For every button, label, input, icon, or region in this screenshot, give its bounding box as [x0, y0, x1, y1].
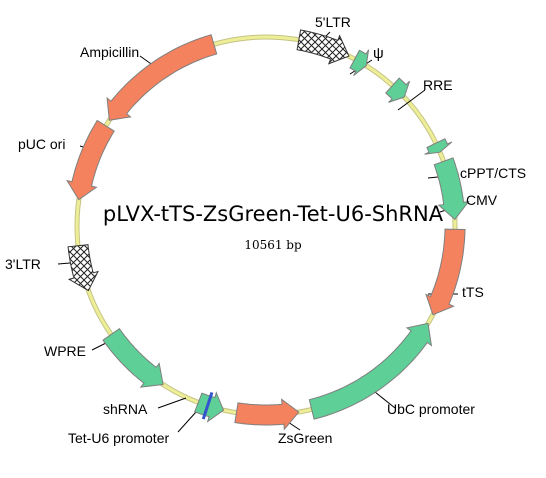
feature-ltr3-arrow: [67, 244, 99, 292]
feature-wpre-arrow: [102, 328, 164, 388]
label-wpre: WPRE: [44, 343, 86, 359]
plasmid-title: pLVX-tTS-ZsGreen-Tet-U6-ShRNA: [102, 202, 444, 226]
shrna-tick-mark: [201, 391, 214, 420]
feature-tts-arrow: [425, 228, 466, 316]
leader-rre: [397, 89, 426, 111]
feature-amp-arrow: [106, 34, 218, 121]
leader-tetu6: [177, 411, 197, 433]
feature-cmv-arrow: [433, 157, 470, 221]
feature-ubc-arrow: [308, 322, 433, 420]
feature-rre-arrow: [385, 77, 411, 103]
feature-ltr5-arrow: [296, 29, 350, 65]
label-cmv: CMV: [466, 192, 498, 208]
feature-arrows: [66, 29, 470, 431]
feature-cppt-arrow: [424, 138, 453, 155]
feature-psi-arrow: [349, 49, 370, 76]
label-ubc-promoter: UbC promoter: [387, 401, 475, 417]
label-3ltr: 3'LTR: [5, 256, 41, 272]
label-tet-u6-promoter: Tet-U6 promoter: [68, 430, 170, 446]
plasmid-size: 10561 bp: [244, 238, 302, 252]
label-rre: RRE: [423, 77, 453, 93]
label-5ltr: 5'LTR: [315, 14, 351, 30]
label-ampicillin: Ampicillin: [80, 44, 140, 60]
label-psi: ψ: [373, 45, 384, 62]
label-cppt-cts: cPPT/CTS: [460, 165, 527, 181]
label-shrna: shRNA: [103, 401, 148, 417]
label-tts: tTS: [462, 284, 484, 300]
label-puc-ori: pUC ori: [18, 136, 66, 152]
leader-shrna: [157, 397, 187, 409]
feature-zsgreen-arrow: [234, 398, 300, 431]
label-zsgreen: ZsGreen: [278, 430, 333, 446]
feature-puc-arrow: [66, 119, 115, 201]
